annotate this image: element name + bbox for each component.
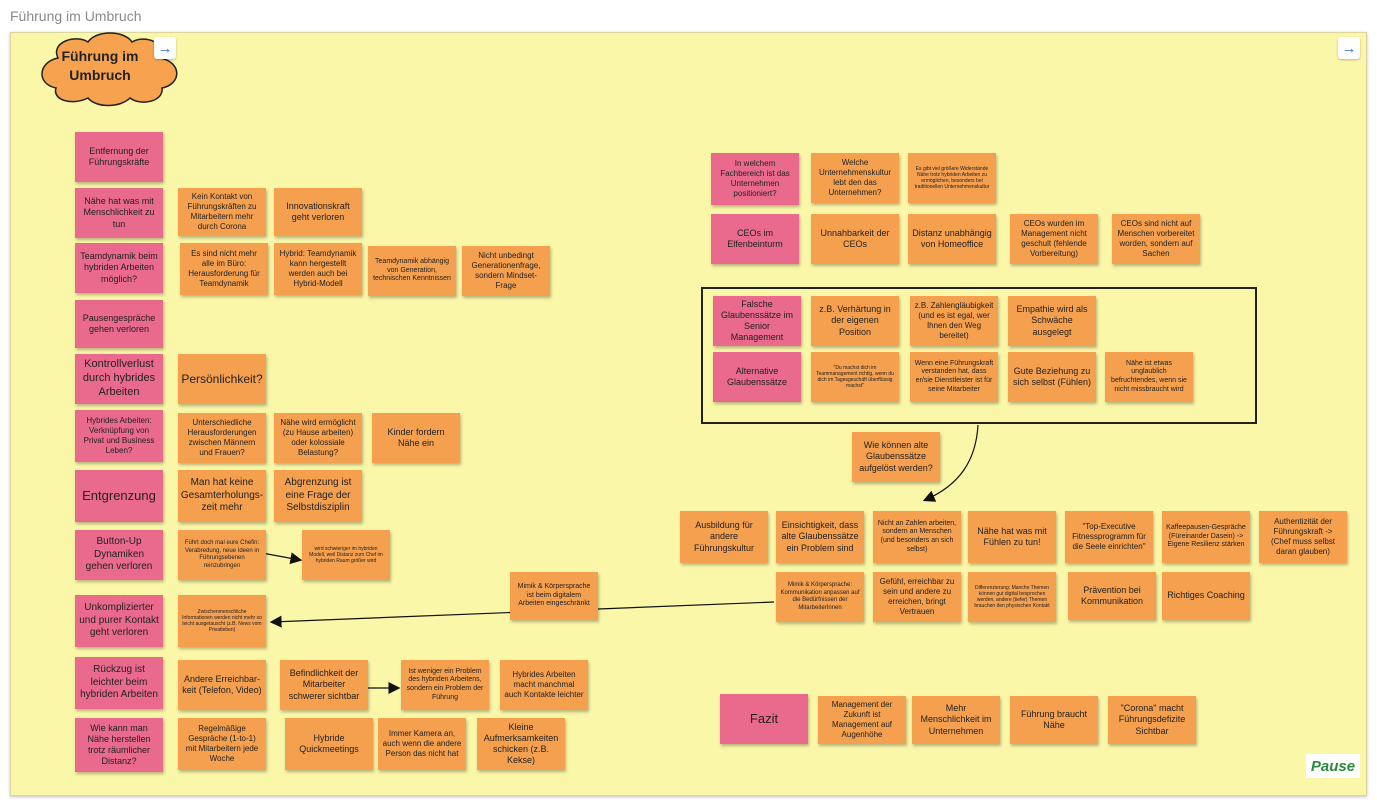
sticky-note-orange[interactable]: Mimik & Körpersprache: Kommunikation anp… (776, 572, 864, 622)
sticky-note-orange[interactable]: Hybride Quickmeetings (285, 718, 373, 770)
sticky-note-pink[interactable]: Falsche Glaubenssätze im Senior Manageme… (713, 296, 801, 346)
title-cloud-shape (41, 32, 178, 107)
sticky-note-orange[interactable]: z.B. Verhärtung in der eigenen Position (811, 296, 899, 346)
highlight-frame (701, 287, 1257, 424)
sticky-note-orange[interactable]: CEOs wurden im Management nicht geschult… (1010, 214, 1098, 264)
pause-button[interactable]: Pause (1306, 754, 1360, 778)
sticky-note-orange[interactable]: Befindlichkeit der Mitarbeiter schwerer … (280, 660, 368, 710)
sticky-note-pink[interactable]: Fazit (720, 694, 808, 744)
sticky-note-orange[interactable]: Prävention bei Kommunikation (1068, 572, 1156, 620)
sticky-note-orange[interactable]: Mehr Menschlichkeit im Unternehmen (912, 696, 1000, 744)
sticky-note-orange[interactable]: Persönlichkeit? (178, 354, 266, 404)
sticky-note-pink[interactable]: Entgrenzung (75, 470, 163, 522)
sticky-note-orange[interactable]: Man hat keine Gesamterholungs-zeit mehr (178, 470, 266, 522)
sticky-note-orange[interactable]: Nicht an Zahlen arbeiten, sondern an Men… (873, 511, 961, 563)
sticky-note-orange[interactable]: Welche Unternehmenskultur lebt den das U… (811, 153, 899, 203)
sticky-note-orange[interactable]: Es sind nicht mehr alle im Büro: Herausf… (180, 243, 268, 295)
sticky-note-orange[interactable]: Empathie wird als Schwäche ausgelegt (1008, 296, 1096, 346)
sticky-note-orange[interactable]: Management der Zukunft ist Management au… (818, 696, 906, 744)
sticky-note-orange[interactable]: Kein Kontakt von Führungskräften zu Mita… (178, 188, 266, 236)
sticky-note-orange[interactable]: CEOs sind nicht auf Menschen vorbereitet… (1112, 214, 1200, 264)
sticky-note-pink[interactable]: Unkomplizierter und purer Kontakt geht v… (75, 595, 163, 647)
sticky-note-orange[interactable]: Andere Erreichbar-keit (Telefon, Video) (178, 660, 266, 710)
sticky-note-pink[interactable]: CEOs im Elfenbeinturm (711, 214, 799, 264)
sticky-note-pink[interactable]: Wie kann man Nähe herstellen trotz räuml… (75, 718, 163, 772)
sticky-note-orange[interactable]: "Corona" macht Führungsdefizite Sichtbar (1108, 696, 1196, 744)
connector-arrow (261, 552, 303, 565)
sticky-note-pink[interactable]: Button-Up Dynamiken gehen verloren (75, 530, 163, 580)
sticky-note-orange[interactable]: Kinder fordern Nähe ein (372, 413, 460, 463)
sticky-note-orange[interactable]: Teamdynamik abhängig von Generation, tec… (368, 246, 456, 296)
sticky-note-orange[interactable]: Gute Beziehung zu sich selbst (Fühlen) (1008, 352, 1096, 402)
sticky-note-orange[interactable]: Innovationskraft geht verloren (274, 188, 362, 236)
sticky-note-orange[interactable]: Mimik & Körpersprache ist beim digitalem… (510, 572, 598, 620)
arrow-right-icon[interactable]: → (154, 37, 176, 59)
sticky-note-orange[interactable]: wird schwieriger im hybriden Modell, wei… (302, 530, 390, 580)
sticky-note-orange[interactable]: Authentizität der Führungskraft -> (Chef… (1259, 511, 1347, 563)
sticky-note-orange[interactable]: Differenzierung: Manche Themen können gu… (968, 572, 1056, 622)
sticky-note-pink[interactable]: Teamdynamik beim hybriden Arbeiten mögli… (75, 243, 163, 293)
connector-arrow (922, 424, 979, 502)
sticky-note-orange[interactable]: Wie können alte Glaubenssätze aufgelöst … (852, 432, 940, 482)
sticky-note-orange[interactable]: Hybrid: Teamdynamik kann hergestellt wer… (274, 243, 362, 295)
sticky-note-orange[interactable]: Wenn eine Führungskraft verstanden hat, … (910, 352, 998, 402)
sticky-note-orange[interactable]: Nähe hat was mit Fühlen zu tun! (968, 511, 1056, 563)
sticky-note-orange[interactable]: Es gibt viel größere Widerstände Nähe tr… (908, 153, 996, 203)
sticky-note-orange[interactable]: "Top-Executive Fitnessprogramm für die S… (1065, 511, 1153, 563)
board-title: Führung im Umbruch (10, 8, 142, 24)
sticky-note-orange[interactable]: Hybrides Arbeiten macht manchmal auch Ko… (500, 660, 588, 710)
sticky-note-orange[interactable]: Führt doch mal eure Chefin: Verabredung,… (178, 530, 266, 580)
sticky-note-orange[interactable]: Zwischenmenschliche Informationen werden… (178, 595, 266, 647)
sticky-note-orange[interactable]: Immer Kamera an, auch wenn die andere Pe… (378, 718, 466, 770)
sticky-note-orange[interactable]: Einsichtigkeit, dass alte Glaubenssätze … (776, 511, 864, 563)
sticky-note-pink[interactable]: Kontrollverlust durch hybrides Arbeiten (75, 354, 163, 404)
sticky-note-pink[interactable]: Nähe hat was mit Menschlichkeit zu tun (75, 188, 163, 238)
sticky-note-orange[interactable]: Ist weniger ein Problem des hybriden Arb… (401, 660, 489, 710)
sticky-note-pink[interactable]: Pausengespräche gehen verloren (75, 300, 163, 348)
sticky-note-orange[interactable]: Kaffeepausen-Gespräche (Füreinander Dase… (1162, 511, 1250, 563)
sticky-note-orange[interactable]: Distanz unabhängig von Homeoffice (908, 214, 996, 264)
sticky-note-orange[interactable]: Kleine Aufmerksamkeiten schicken (z.B. K… (477, 718, 565, 770)
sticky-note-pink[interactable]: Entfernung der Führungskräfte (75, 132, 163, 182)
arrow-right-icon[interactable]: → (1338, 37, 1360, 59)
sticky-note-orange[interactable]: Ausbildung für andere Führungskultur (680, 511, 768, 563)
sticky-note-orange[interactable]: Richtiges Coaching (1162, 572, 1250, 620)
board-cloud-title: Führung im Umbruch (61, 48, 139, 83)
sticky-note-orange[interactable]: Unnahbarkeit der CEOs (811, 214, 899, 264)
sticky-note-orange[interactable]: Abgrenzung ist eine Frage der Selbstdisz… (274, 470, 362, 522)
sticky-note-pink[interactable]: In welchem Fachbereich ist das Unternehm… (711, 153, 799, 205)
sticky-note-orange[interactable]: Gefühl, erreichbar zu sein und andere zu… (873, 572, 961, 622)
sticky-note-orange[interactable]: Unterschiedliche Herausforderungen zwisc… (178, 413, 266, 463)
sticky-note-pink[interactable]: Alternative Glaubenssätze (713, 352, 801, 402)
sticky-note-orange[interactable]: z.B. Zahlengläubigkeit (und es ist egal,… (910, 296, 998, 346)
sticky-note-orange[interactable]: Nicht unbedingt Generationenfrage, sonde… (462, 246, 550, 296)
sticky-note-orange[interactable]: "Du machst dich im Teammanagement richti… (811, 352, 899, 402)
sticky-note-orange[interactable]: Regelmäßige Gespräche (1-to-1) mit Mitar… (178, 718, 266, 770)
sticky-note-orange[interactable]: Führung braucht Nähe (1010, 696, 1098, 744)
sticky-note-orange[interactable]: Nähe wird ermöglicht (zu Hause arbeiten)… (274, 413, 362, 463)
sticky-note-pink[interactable]: Rückzug ist leichter beim hybriden Arbei… (75, 657, 163, 709)
sticky-note-pink[interactable]: Hybrides Arbeiten: Verknüpfung von Priva… (75, 410, 163, 462)
sticky-note-orange[interactable]: Nähe ist etwas unglaublich befruchtendes… (1105, 352, 1193, 402)
